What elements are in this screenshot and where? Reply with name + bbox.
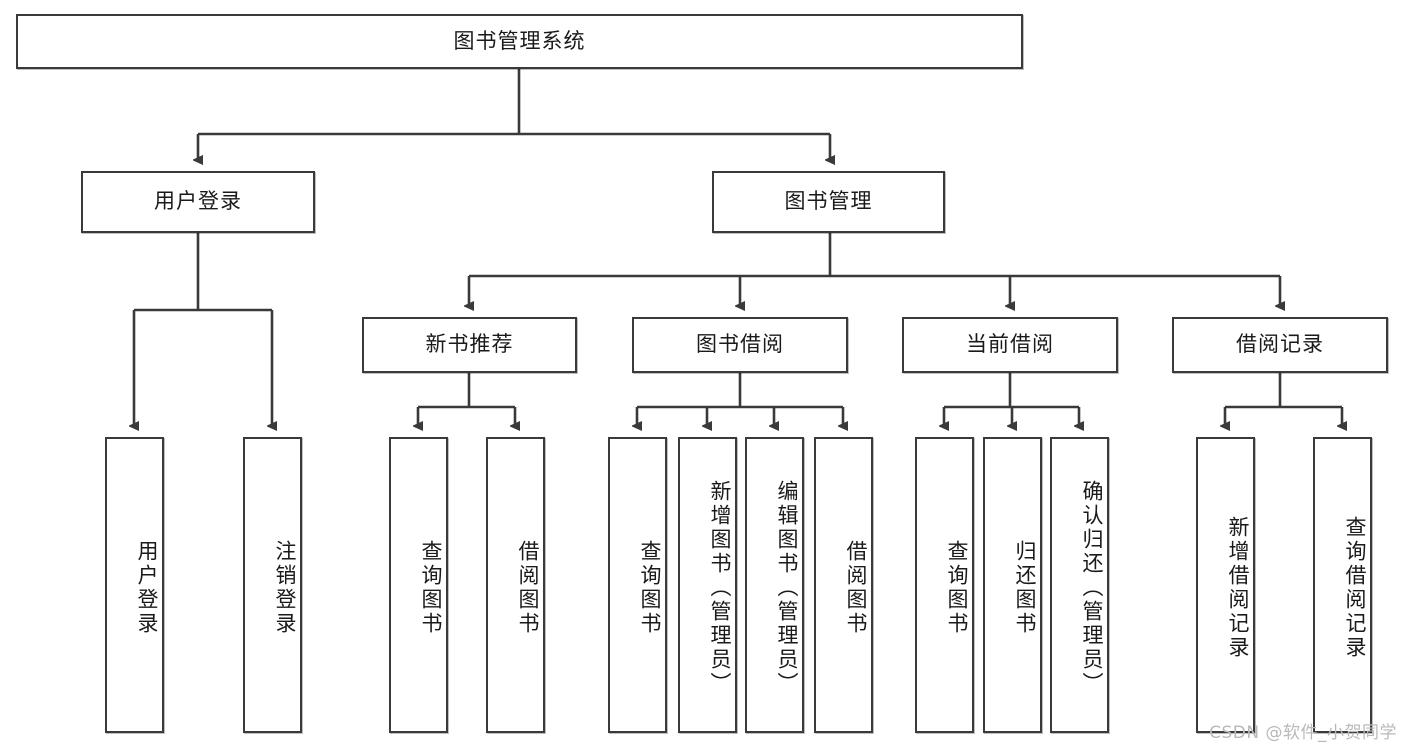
node-leaf-add-record-label: 新增借阅记录	[1226, 516, 1250, 660]
node-leaf-add-book[interactable]: 新增图书（管理员）	[678, 437, 737, 733]
node-leaf-borrow-book-1-label: 借阅图书	[516, 540, 540, 636]
node-leaf-query-book-1-label: 查询图书	[419, 540, 443, 636]
node-leaf-user-login[interactable]: 用户登录	[105, 437, 164, 733]
node-book-borrow-label: 图书借阅	[696, 332, 784, 357]
node-root[interactable]: 图书管理系统	[16, 14, 1023, 69]
node-leaf-borrow-book-2-label: 借阅图书	[844, 540, 868, 636]
node-leaf-edit-book-label: 编辑图书（管理员）	[775, 480, 799, 696]
node-current-borrow[interactable]: 当前借阅	[902, 317, 1118, 373]
node-leaf-query-book-3-label: 查询图书	[945, 540, 969, 636]
node-leaf-query-record[interactable]: 查询借阅记录	[1313, 437, 1372, 733]
node-leaf-return-book-label: 归还图书	[1013, 540, 1037, 636]
node-leaf-confirm-return-label: 确认归还（管理员）	[1080, 480, 1104, 696]
node-book-manage-label: 图书管理	[784, 189, 873, 214]
node-book-manage[interactable]: 图书管理	[712, 171, 945, 233]
node-leaf-borrow-book-2[interactable]: 借阅图书	[814, 437, 873, 733]
node-user-login-label: 用户登录	[154, 189, 242, 214]
node-leaf-edit-book[interactable]: 编辑图书（管理员）	[745, 437, 804, 733]
node-root-label: 图书管理系统	[453, 28, 586, 53]
node-leaf-query-record-label: 查询借阅记录	[1343, 516, 1367, 660]
node-current-borrow-label: 当前借阅	[966, 332, 1054, 357]
node-leaf-user-logout-label: 注销登录	[273, 540, 297, 636]
node-leaf-confirm-return[interactable]: 确认归还（管理员）	[1050, 437, 1109, 733]
node-borrow-record[interactable]: 借阅记录	[1172, 317, 1388, 373]
node-leaf-query-book-3[interactable]: 查询图书	[915, 437, 974, 733]
node-leaf-query-book-2-label: 查询图书	[638, 540, 662, 636]
node-user-login[interactable]: 用户登录	[81, 171, 315, 233]
node-leaf-return-book[interactable]: 归还图书	[983, 437, 1042, 733]
node-book-borrow[interactable]: 图书借阅	[632, 317, 848, 373]
node-leaf-add-book-label: 新增图书（管理员）	[708, 480, 732, 696]
watermark-text: CSDN @软件_小贺同学	[1209, 723, 1397, 743]
node-leaf-user-logout[interactable]: 注销登录	[243, 437, 302, 733]
node-leaf-user-login-label: 用户登录	[135, 540, 159, 636]
node-borrow-record-label: 借阅记录	[1236, 332, 1324, 357]
node-leaf-borrow-book-1[interactable]: 借阅图书	[486, 437, 545, 733]
node-new-book-rec[interactable]: 新书推荐	[362, 317, 577, 373]
node-leaf-add-record[interactable]: 新增借阅记录	[1196, 437, 1255, 733]
node-leaf-query-book-2[interactable]: 查询图书	[608, 437, 667, 733]
node-new-book-rec-label: 新书推荐	[425, 332, 514, 357]
node-leaf-query-book-1[interactable]: 查询图书	[389, 437, 448, 733]
